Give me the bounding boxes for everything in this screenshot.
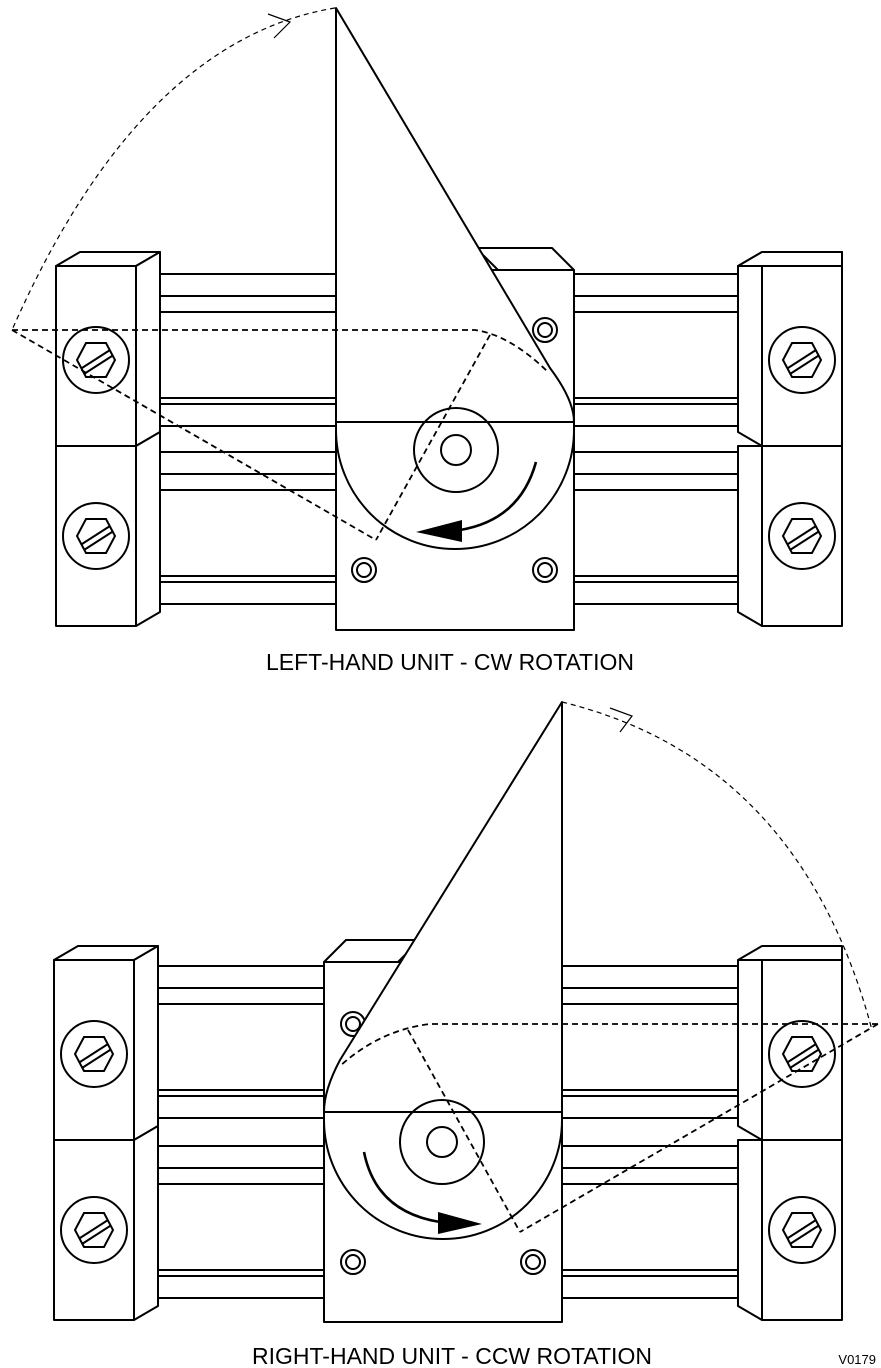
arm-alternate-position [339,1023,879,1233]
arrowhead-icon [416,520,462,542]
rotation-arrow [362,1151,441,1224]
endcap-bottom-right [737,445,843,627]
left-hand-unit [11,7,843,631]
rotation-arrow [459,461,538,532]
figure-code: V0179 [838,1352,876,1367]
bolt-icon [768,326,836,394]
arrowhead-icon [438,1212,482,1234]
caption-left-hand: LEFT-HAND UNIT - CW ROTATION [266,649,634,675]
bolt-icon [60,1020,128,1088]
bolt-icon [62,326,130,394]
caption-right-hand: RIGHT-HAND UNIT - CCW ROTATION [252,1343,652,1368]
bolt-icon [60,1196,128,1264]
endcap-top-left [55,251,161,447]
endcap-top-right [737,945,843,1141]
endcap-bottom-left [53,1125,159,1321]
shaft-hub [413,407,499,493]
shaft-hub [399,1099,485,1185]
bolt-icon [768,502,836,570]
bolt-icon [62,502,130,570]
endcap-bottom-right [737,1139,843,1321]
endcap-top-left [53,945,159,1141]
sweep-arrowhead [267,13,292,39]
right-hand-unit [53,701,879,1323]
rotary-arm [323,701,563,1240]
arm-alternate-position [11,329,549,541]
arm-sweep-arc [561,701,873,1031]
bolt-icon [768,1196,836,1264]
endcap-bottom-left [55,431,161,627]
sweep-arrowhead [609,707,633,733]
arm-sweep-arc [11,7,336,331]
rotary-arm [335,7,575,550]
endcap-top-right [737,251,843,447]
bolt-icon [768,1020,836,1088]
